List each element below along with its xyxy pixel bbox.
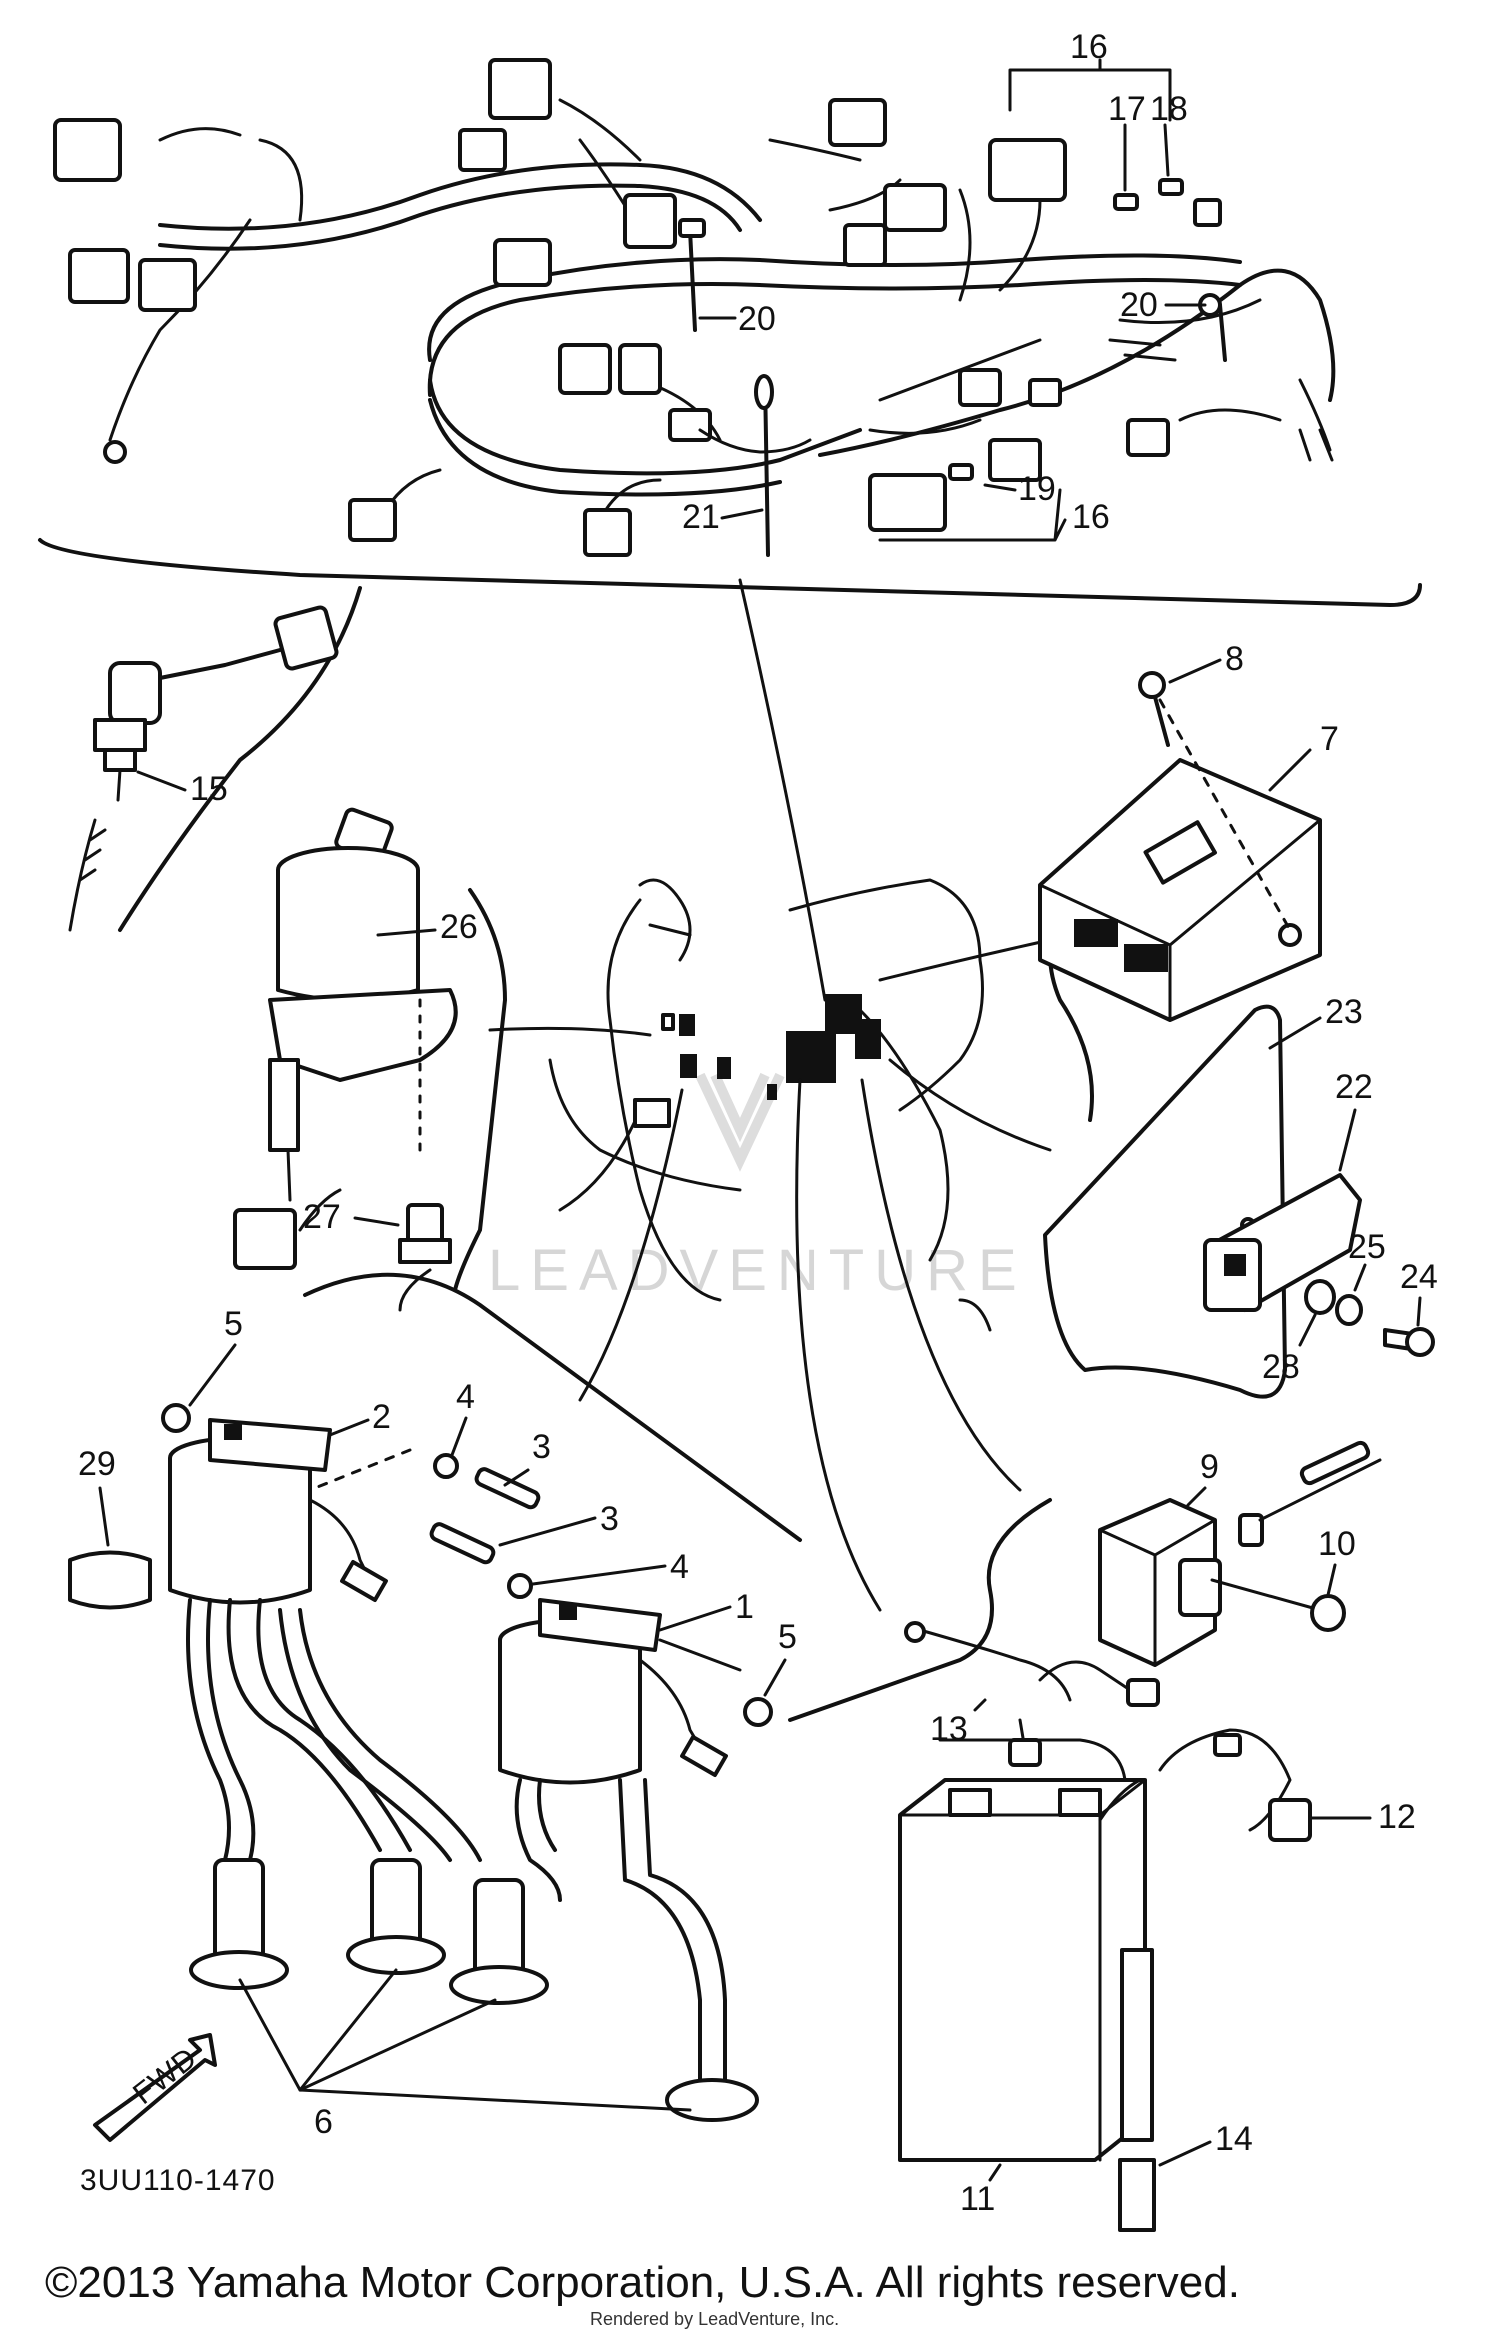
callout-28: 27 bbox=[303, 1198, 341, 1236]
callouts: 16 17 18 20 20 21 19 16 15 26 27 8 7 23 … bbox=[78, 28, 1438, 2218]
callout-4-bottom: 4 bbox=[670, 1548, 689, 1586]
callout-16-top: 16 bbox=[1070, 28, 1108, 66]
main-switch-27 bbox=[233, 807, 458, 1270]
callout-26: 28 bbox=[1262, 1348, 1300, 1386]
igniter-7 bbox=[1038, 671, 1322, 1022]
watermark: LEADVENTURE bbox=[488, 1072, 1027, 1303]
copyright-notice: ©2013 Yamaha Motor Corporation, U.S.A. A… bbox=[45, 2258, 1240, 2307]
rendered-by: Rendered by LeadVenture, Inc. bbox=[590, 2309, 839, 2329]
callout-21: 21 bbox=[682, 498, 720, 536]
callout-3-bottom: 3 bbox=[600, 1500, 619, 1538]
callout-18: 18 bbox=[1150, 90, 1188, 128]
front-arrow: FWD bbox=[93, 2033, 217, 2142]
frame-silhouette bbox=[548, 878, 984, 1302]
callout-20-left: 20 bbox=[738, 300, 776, 338]
wire-harness-group bbox=[38, 58, 1422, 607]
callout-8: 8 bbox=[1225, 640, 1244, 678]
callout-11: 11 bbox=[960, 2180, 995, 2218]
callout-27: 26 bbox=[440, 908, 478, 946]
part-code: 3UU110-1470 bbox=[80, 2164, 276, 2197]
callout-17: 17 bbox=[1108, 90, 1146, 128]
callout-12: 12 bbox=[1378, 1798, 1416, 1836]
callout-15: 15 bbox=[190, 770, 228, 808]
sensor-assembly-15 bbox=[68, 605, 339, 932]
callout-13: 13 bbox=[930, 1710, 968, 1748]
callout-25: 25 bbox=[1348, 1228, 1386, 1266]
callout-5-top: 5 bbox=[224, 1305, 243, 1343]
harness-leader bbox=[738, 578, 827, 1002]
callout-19: 19 bbox=[1018, 470, 1056, 508]
callout-4-top: 4 bbox=[456, 1378, 475, 1416]
callout-3-top: 3 bbox=[532, 1428, 551, 1466]
front-label: FWD bbox=[127, 2041, 204, 2111]
callout-1: 1 bbox=[735, 1588, 754, 1626]
callout-23: 23 bbox=[1325, 993, 1363, 1031]
battery-group bbox=[898, 1621, 1312, 2232]
callout-2: 2 bbox=[372, 1398, 391, 1436]
watermark-text: LEADVENTURE bbox=[488, 1238, 1027, 1303]
ignition-coils bbox=[168, 1418, 742, 1785]
callout-9: 9 bbox=[1200, 1448, 1219, 1486]
callout-29: 29 bbox=[78, 1445, 116, 1483]
callout-5-bottom: 5 bbox=[778, 1618, 797, 1656]
leader-lines bbox=[398, 938, 1052, 1612]
callout-22: 22 bbox=[1335, 1068, 1373, 1106]
callout-16-bottom: 16 bbox=[1072, 498, 1110, 536]
callout-7: 7 bbox=[1320, 720, 1339, 758]
rectifier-bracket-23 bbox=[1043, 1004, 1435, 1399]
callout-24: 24 bbox=[1400, 1258, 1438, 1296]
callout-14: 14 bbox=[1215, 2120, 1253, 2158]
callout-10: 10 bbox=[1318, 1525, 1356, 1563]
callout-6: 6 bbox=[314, 2103, 333, 2141]
callout-20-right: 20 bbox=[1120, 286, 1158, 324]
starter-relay-9 bbox=[1098, 1440, 1382, 1667]
spark-plug-caps-6 bbox=[186, 1598, 759, 2122]
